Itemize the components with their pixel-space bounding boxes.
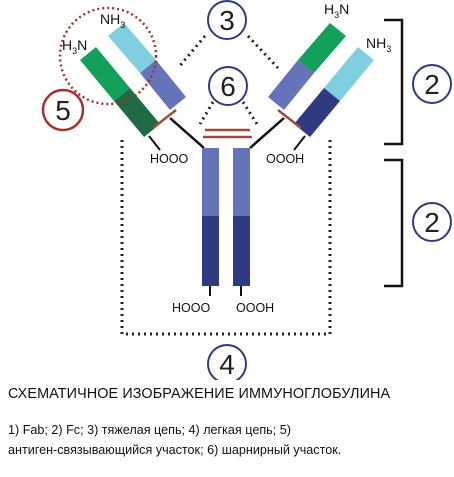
- fc-heavy-chain-right: [233, 148, 250, 286]
- svg-text:3: 3: [219, 5, 235, 36]
- marker-2-top: 2: [412, 64, 452, 104]
- marker-3-pointer-left: [176, 35, 207, 69]
- marker-5: 5: [41, 88, 85, 132]
- caption-line-2: антиген-связывающийся участок; 6) шарнир…: [8, 443, 342, 457]
- right-light-chain-constant: [294, 88, 340, 137]
- hinge-line-left: [169, 117, 205, 149]
- cooh-label-left: HOOO: [150, 152, 188, 166]
- left-light-chain-variable: [80, 47, 130, 101]
- fab-arm-left: [80, 23, 186, 151]
- right-light-terminal: [293, 135, 306, 151]
- svg-text:4: 4: [219, 349, 235, 380]
- left-light-chain-constant: [114, 88, 160, 137]
- left-light-terminal: [148, 135, 161, 151]
- svg-text:5: 5: [55, 95, 71, 126]
- immunoglobulin-diagram: NH3 H3N H3N NH3 HOOO OOOH HOOO OOOH 3 6 …: [41, 0, 452, 380]
- marker-6: 6: [208, 66, 248, 106]
- right-heavy-chain-variable: [298, 23, 346, 73]
- cooh-label-bottom-left: HOOO: [172, 301, 210, 315]
- left-heavy-chain-variable: [108, 23, 156, 73]
- fc-heavy-chain-left: [202, 148, 219, 286]
- h3n-label-left: H3N: [62, 37, 87, 56]
- svg-text:2: 2: [424, 207, 440, 238]
- antigen-binding-site-circle: [58, 6, 158, 106]
- marker-6-pointer-right: [241, 101, 259, 125]
- right-heavy-chain-constant: [268, 60, 314, 110]
- right-interchain-disulfide: [277, 109, 302, 129]
- cooh-label-bottom-right: OOOH: [236, 301, 274, 315]
- marker-2-bottom: 2: [412, 202, 452, 242]
- marker-4: 4: [207, 344, 247, 380]
- caption-line-1: 1) Fab; 2) Fc; 3) тяжелая цепь; 4) легка…: [8, 423, 291, 437]
- fc-region-dotted-box: [120, 140, 332, 336]
- fab-arm-right: [268, 23, 374, 151]
- caption-title: СХЕМАТИЧНОЕ ИЗОБРАЖЕНИЕ ИММУНОГЛОБУЛИНА: [8, 386, 391, 402]
- bracket-fc: [384, 158, 404, 288]
- h3n-label-right: H3N: [324, 1, 349, 20]
- left-interchain-disulfide: [152, 109, 177, 129]
- svg-text:2: 2: [424, 69, 440, 100]
- nh3-label-left: NH3: [100, 11, 125, 30]
- svg-text:6: 6: [220, 71, 236, 102]
- marker-3: 3: [207, 0, 247, 40]
- marker-3-pointer-right: [246, 34, 280, 70]
- nh3-label-right: NH3: [366, 35, 391, 54]
- marker-6-pointer-left: [198, 101, 215, 125]
- cooh-label-right: OOOH: [266, 152, 304, 166]
- left-heavy-chain-constant: [140, 60, 186, 110]
- bracket-fab: [384, 18, 404, 146]
- right-light-chain-variable: [324, 47, 374, 101]
- hinge-line-right: [249, 117, 285, 149]
